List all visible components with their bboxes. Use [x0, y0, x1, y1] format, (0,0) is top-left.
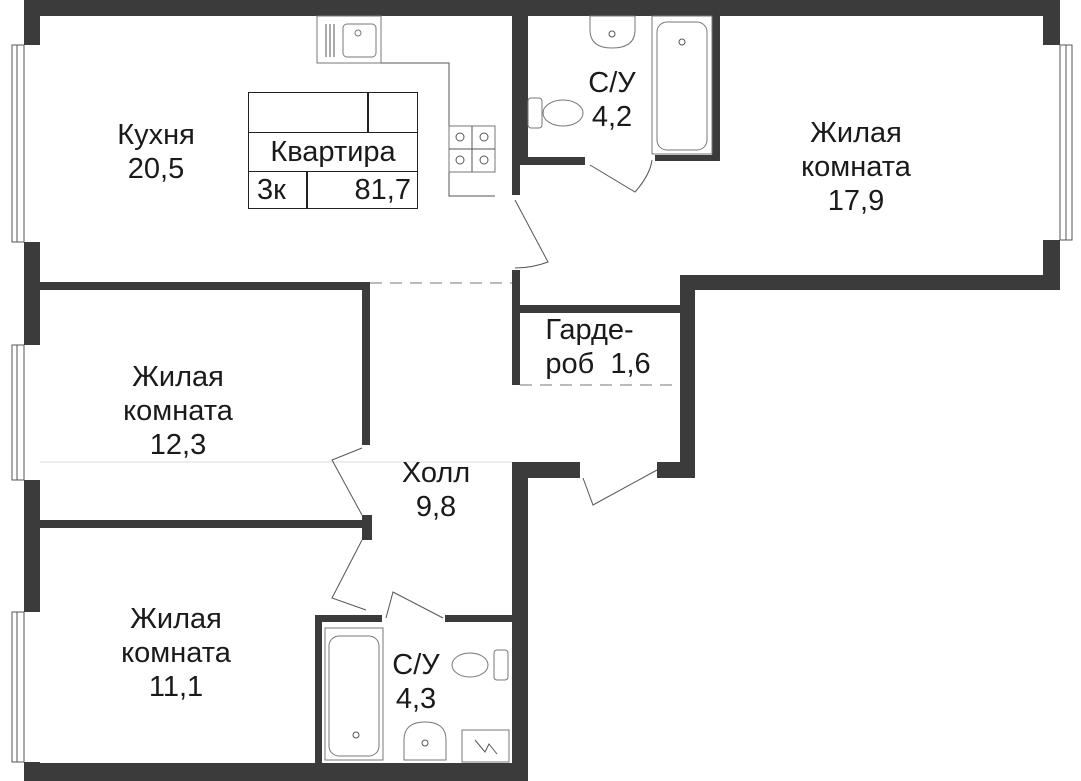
toilet-icon-2	[451, 649, 509, 681]
bathtub-icon-2	[324, 627, 384, 761]
water-heater-icon	[461, 729, 510, 763]
room-wardrobe-label: Гарде-роб 1,6	[545, 314, 651, 380]
apartment-label: Квартира	[270, 136, 396, 168]
stove-icon	[448, 125, 496, 173]
bathtub-icon	[651, 15, 713, 155]
windows	[11, 44, 1073, 763]
walls	[24, 0, 1060, 781]
washbasin-icon-2	[403, 721, 447, 761]
doors[interactable]	[331, 159, 658, 619]
kitchen-sink-icon	[316, 15, 382, 64]
rooms-count: 3к	[257, 174, 286, 206]
total-area: 81,7	[354, 174, 411, 206]
toilet-icon	[527, 97, 584, 129]
apartment-info-table: Квартира 3к 81,7	[248, 92, 418, 209]
washbasin-icon	[589, 15, 636, 49]
